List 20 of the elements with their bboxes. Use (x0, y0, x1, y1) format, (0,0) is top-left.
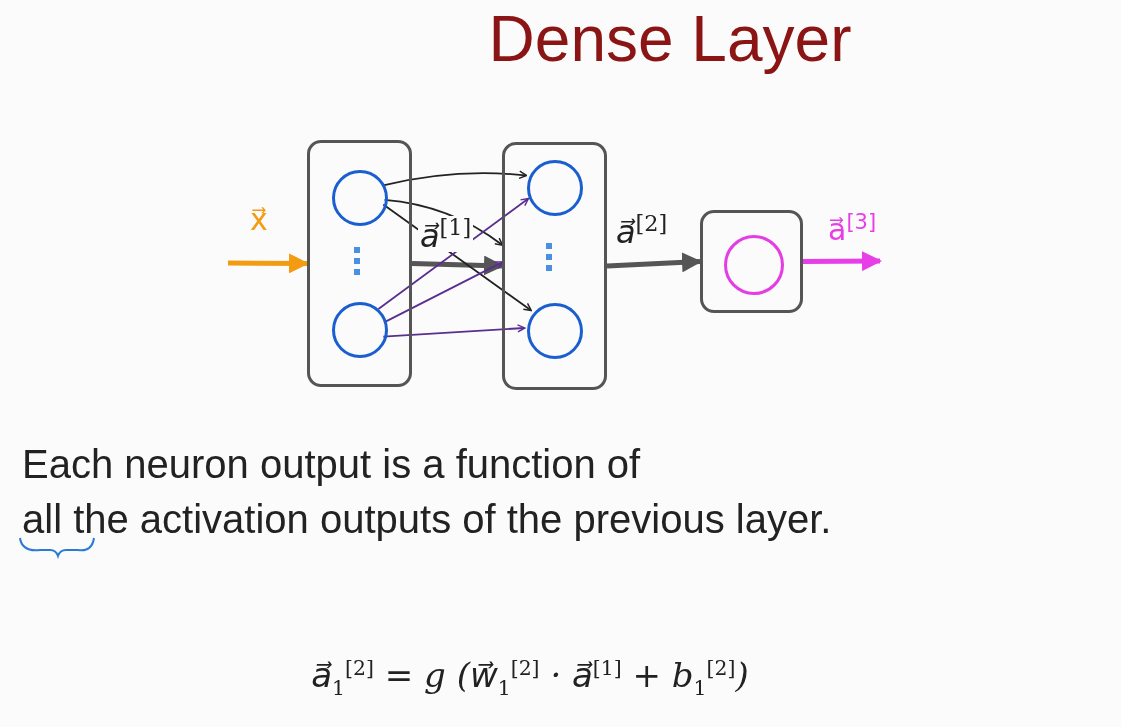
edge-label: x⃗ (249, 205, 269, 235)
neuron-circle (332, 170, 388, 226)
layer-box (307, 140, 412, 387)
arrow (411, 255, 504, 276)
arrow (606, 252, 702, 273)
neuron-circle (724, 235, 784, 295)
text-line: Each neuron output is a function of (22, 441, 641, 488)
formula: a⃗$_{1}$$^{[2]}$ = g (w⃗$_{1}$$^{[2]}$ · a⃗$^{[1]}$ + b$_{1}$$^{[2]}$) (310, 655, 750, 700)
title: Dense Layer (487, 2, 853, 77)
neuron-circle (332, 302, 388, 358)
neuron-circle (527, 160, 583, 216)
arrow (803, 251, 882, 272)
layer-box (700, 210, 803, 313)
hand-drawn-arrow (382, 170, 528, 187)
edge-label: a⃗$^{[1]}$ (418, 216, 474, 252)
layer-box (502, 142, 607, 390)
edge-label: a⃗$^{[3]}$ (827, 212, 878, 245)
arrow (228, 253, 309, 274)
text-line: all the activation outputs of the previous layer. (22, 496, 832, 543)
neuron-circle (527, 303, 583, 359)
